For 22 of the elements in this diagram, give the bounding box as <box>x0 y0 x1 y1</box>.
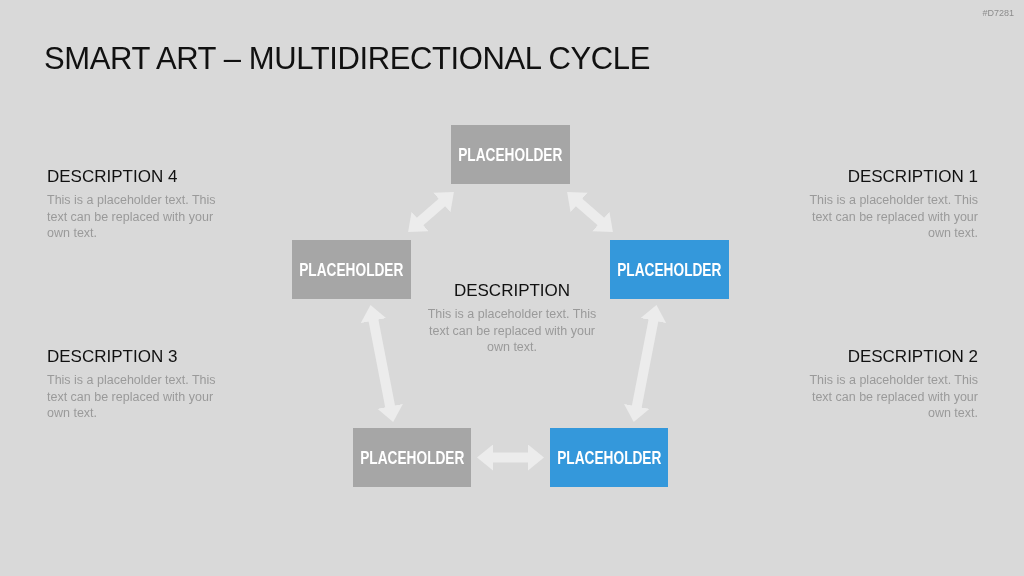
box-label: PLACEHOLDER <box>299 259 404 280</box>
description-heading: DESCRIPTION 2 <box>847 347 978 367</box>
description-text: This is a placeholder text. This text can be replaced with your own text. <box>47 192 217 242</box>
process-box <box>550 428 668 487</box>
box-label: PLACEHOLDER <box>359 447 465 468</box>
box-label: PLACEHOLDER <box>617 259 722 280</box>
description-heading: DESCRIPTION <box>453 281 571 301</box>
description-text: This is a placeholder text. This text can be replaced with your own text. <box>808 192 978 242</box>
box-label: PLACEHOLDER <box>458 144 563 165</box>
description-text: This is a placeholder text. This text can be replaced with your own text. <box>426 306 598 356</box>
process-box <box>610 240 729 299</box>
description-heading: DESCRIPTION 3 <box>47 347 178 367</box>
process-box <box>292 240 411 299</box>
box-label: PLACEHOLDER <box>556 447 662 468</box>
slide-code: #D7281 <box>982 7 1014 19</box>
slide-title: SMART ART – MULTIDIRECTIONAL CYCLE <box>44 40 650 78</box>
process-box <box>353 428 471 487</box>
description-text: This is a placeholder text. This text can be replaced with your own text. <box>808 372 978 422</box>
description-text: This is a placeholder text. This text can be replaced with your own text. <box>47 372 217 422</box>
description-heading: DESCRIPTION 1 <box>847 167 978 187</box>
process-box <box>451 125 570 184</box>
description-heading: DESCRIPTION 4 <box>47 167 178 187</box>
